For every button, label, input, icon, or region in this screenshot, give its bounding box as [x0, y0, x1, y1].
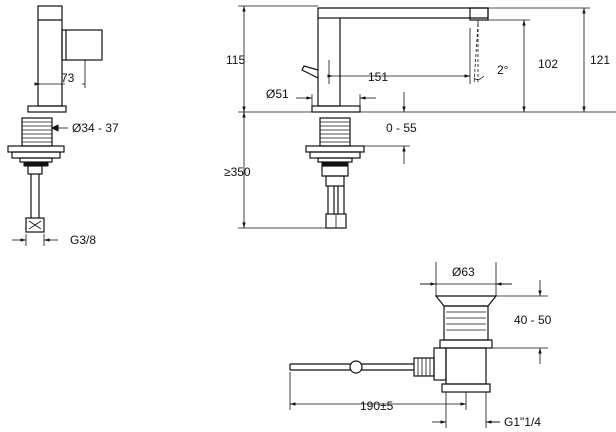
waste-lift-rod	[289, 357, 435, 377]
dim-connection-label: G3/8	[70, 233, 96, 247]
dim-thread-label: G1"1/4	[504, 415, 541, 429]
front-hoses	[325, 186, 347, 229]
dim-connection: G3/8	[12, 233, 96, 247]
side-threaded-shank	[7, 117, 65, 175]
dim-flange-diameter-label: Ø63	[452, 265, 475, 279]
dim-base-diameter-label: Ø51	[266, 87, 289, 101]
dim-outlet-height-label: 102	[538, 57, 558, 71]
dim-deck-thickness: 0 - 55	[364, 92, 417, 164]
dim-hole: Ø34 - 37	[50, 121, 119, 135]
dim-depth-label: 73	[61, 71, 75, 85]
dim-hose-length-label: ≥350	[224, 165, 251, 179]
dim-depth: 73	[34, 52, 86, 88]
dim-spout-reach: 151	[327, 28, 471, 84]
dim-hole-label: Ø34 - 37	[72, 121, 119, 135]
dim-spout-height: 115	[226, 6, 246, 112]
side-hose	[25, 174, 45, 233]
waste-view: Ø63 40 - 50 190±5 G1"1/4	[289, 262, 552, 429]
front-threaded-shank	[305, 117, 365, 187]
dim-spout-height-label: 115	[226, 53, 245, 67]
front-faucet-body	[301, 7, 489, 113]
dim-waste-height: 40 - 50	[488, 280, 552, 364]
dim-thread: G1"1/4	[432, 392, 541, 429]
front-view: 115 ≥350 151 2° 10	[224, 5, 616, 229]
side-view: 73 Ø34 - 37 G3/8	[7, 5, 119, 247]
dim-flange-diameter: Ø63	[420, 262, 512, 296]
dim-waste-height-label: 40 - 50	[514, 313, 552, 327]
dim-angle-label: 2°	[497, 63, 509, 77]
dim-deck-thickness-label: 0 - 55	[386, 121, 417, 135]
waste-body	[433, 305, 493, 393]
dim-rod-length-label: 190±5	[360, 399, 394, 413]
dim-hose-length: ≥350	[224, 112, 251, 228]
dim-spout-reach-label: 151	[368, 70, 388, 84]
dim-base-diameter: Ø51	[266, 87, 376, 106]
waste-flange	[434, 295, 498, 307]
dim-outlet-height: 102	[488, 19, 558, 112]
dim-total-height: 121	[488, 7, 610, 112]
dim-angle: 2°	[473, 23, 509, 85]
dim-rod-length: 190±5	[289, 372, 467, 413]
dim-total-height-label: 121	[590, 53, 610, 67]
side-faucet-body	[27, 5, 103, 113]
